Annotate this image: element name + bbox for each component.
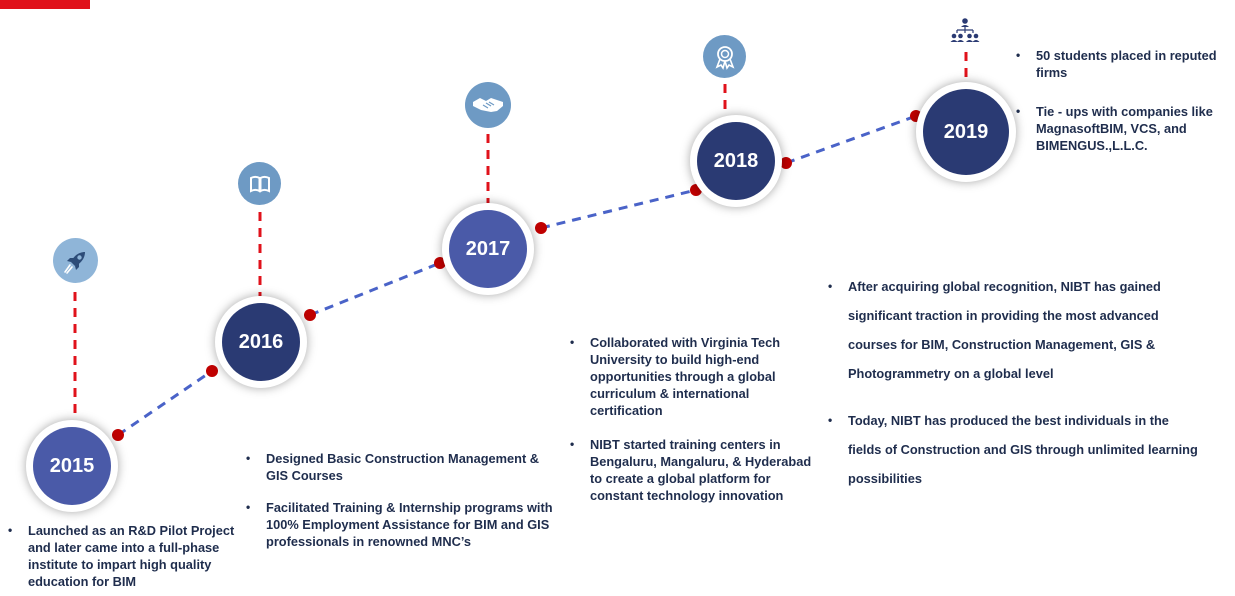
header-accent-bar xyxy=(0,0,90,9)
year-circle-2015: 2015 xyxy=(26,420,118,512)
year-circle-2019: 2019 xyxy=(916,82,1016,182)
handshake-icon xyxy=(465,82,511,128)
dot-2016-out xyxy=(304,309,316,321)
bullet-item: 50 students placed in reputed firms xyxy=(1016,47,1226,81)
dot-2016-in xyxy=(206,365,218,377)
year-badge-2019: 2019 xyxy=(923,89,1009,175)
bullet-item: Collaborated with Virginia Tech Universi… xyxy=(570,334,815,419)
year-circle-2016: 2016 xyxy=(215,296,307,388)
year-label: 2019 xyxy=(943,120,989,143)
dot-2018-out xyxy=(780,157,792,169)
milestone-2017-text: Collaborated with Virginia Tech Universi… xyxy=(570,334,815,504)
year-badge-2018: 2018 xyxy=(697,122,775,200)
milestone-2015-text: Launched as an R&D Pilot Project and lat… xyxy=(8,522,253,590)
year-circle-2018: 2018 xyxy=(690,115,782,207)
milestone-2018-text: After acquiring global recognition, NIBT… xyxy=(828,272,1203,493)
bullet-item: After acquiring global recognition, NIBT… xyxy=(828,272,1203,388)
milestone-2019-text: 50 students placed in reputed firms Tie … xyxy=(1016,47,1226,154)
connector-2016-2017 xyxy=(309,261,441,317)
year-label: 2015 xyxy=(49,454,95,477)
dot-2015-out xyxy=(112,429,124,441)
year-badge-2015: 2015 xyxy=(33,427,111,505)
bullet-item: NIBT started training centers in Bengalu… xyxy=(570,436,815,504)
bullet-item: Facilitated Training & Internship progra… xyxy=(246,499,561,550)
connector-2018-2019 xyxy=(785,114,917,165)
book-icon xyxy=(238,162,281,205)
year-label: 2017 xyxy=(465,237,511,260)
bullet-item: Designed Basic Construction Management &… xyxy=(246,450,561,484)
rocket-icon xyxy=(53,238,98,283)
award-icon xyxy=(703,35,746,78)
year-circle-2017: 2017 xyxy=(442,203,534,295)
bullet-item: Tie - ups with companies like MagnasoftB… xyxy=(1016,103,1226,154)
dot-2017-out xyxy=(535,222,547,234)
year-label: 2016 xyxy=(238,330,284,353)
milestone-2016-text: Designed Basic Construction Management &… xyxy=(246,450,561,550)
network-icon xyxy=(945,14,985,48)
bullet-item: Today, NIBT has produced the best indivi… xyxy=(828,406,1203,493)
connector-2017-2018 xyxy=(540,188,697,230)
year-badge-2016: 2016 xyxy=(222,303,300,381)
connector-2015-2016 xyxy=(117,369,213,437)
bullet-item: Launched as an R&D Pilot Project and lat… xyxy=(8,522,253,590)
year-badge-2017: 2017 xyxy=(449,210,527,288)
year-label: 2018 xyxy=(713,149,759,172)
